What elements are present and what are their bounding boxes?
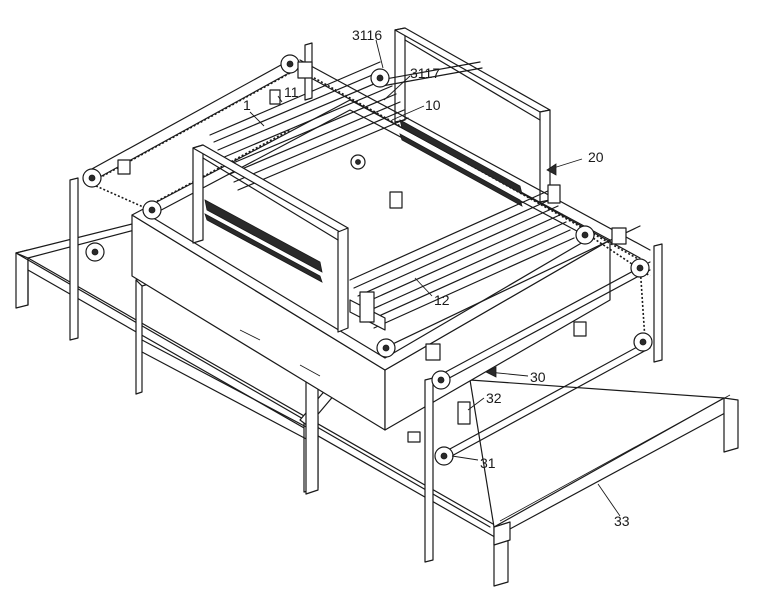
inner-front-frame — [192, 119, 523, 333]
label-32: 32 — [486, 390, 502, 406]
label-1: 1 — [243, 97, 251, 113]
label-12: 12 — [434, 292, 450, 308]
sprockets — [82, 54, 653, 466]
label-10: 10 — [425, 97, 441, 113]
roller-bundle-1 — [209, 61, 483, 191]
brackets — [117, 61, 627, 443]
label-3117: 3117 — [410, 65, 440, 81]
label-3116: 3116 — [352, 27, 382, 43]
label-31: 31 — [480, 455, 496, 471]
conveyor-belt-33 — [469, 379, 739, 546]
leader-lines — [249, 39, 621, 517]
reference-labels: 3116 3117 1 11 10 20 12 30 32 31 33 — [243, 27, 630, 529]
label-30: 30 — [530, 369, 546, 385]
label-20: 20 — [588, 149, 604, 165]
label-33: 33 — [614, 513, 630, 529]
label-11: 11 — [284, 84, 299, 100]
cross-rollers-30 — [379, 225, 651, 459]
roller-bundle-12 — [349, 189, 575, 331]
